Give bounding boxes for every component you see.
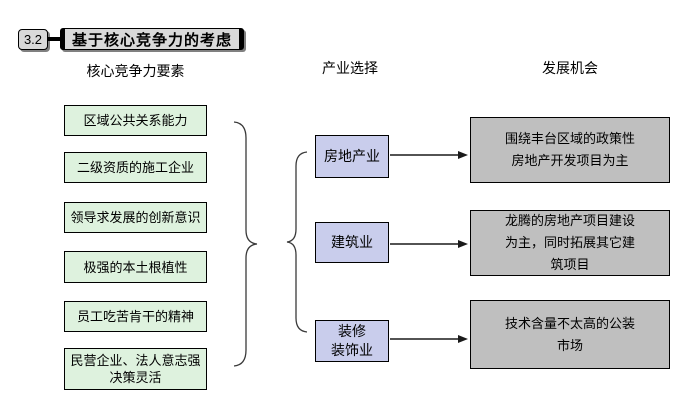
arrow-decoration-icon (390, 335, 468, 343)
section-number-badge: 3.2 (18, 29, 48, 50)
competency-box: 区域公共关系能力 (64, 105, 207, 136)
title-connector-dash (47, 37, 60, 41)
opportunity-box-decoration: 技术含量不太高的公装 市场 (470, 300, 670, 369)
competency-box: 员工吃苦肯干的精神 (64, 301, 207, 332)
opportunity-box-real-estate: 围绕丰台区域的政策性 房地产开发项目为主 (470, 117, 670, 183)
page-title: 基于核心竞争力的考虑 (60, 28, 245, 50)
arrow-construction-icon (390, 240, 468, 248)
opportunity-box-construction: 龙腾的房地产项目建设 为主，同时拓展其它建 筑项目 (470, 210, 670, 276)
competency-box: 民营企业、法人意志强 决策灵活 (64, 348, 207, 390)
competency-box: 二级资质的施工企业 (64, 152, 207, 183)
industry-box-decoration: 装修 装饰业 (315, 320, 389, 362)
column-header-industries: 产业选择 (322, 60, 378, 76)
competency-box: 领导求发展的创新意识 (64, 202, 207, 233)
industry-box-construction: 建筑业 (315, 222, 389, 263)
industry-box-real-estate: 房地产业 (315, 135, 389, 178)
column-header-opportunities: 发展机会 (542, 60, 598, 76)
column-header-competencies: 核心竞争力要素 (86, 63, 185, 79)
competency-box: 极强的本土根植性 (64, 251, 207, 283)
arrow-real-estate-icon (390, 151, 468, 159)
left-curly-brace-icon (286, 151, 308, 333)
right-curly-brace-icon (233, 121, 258, 367)
